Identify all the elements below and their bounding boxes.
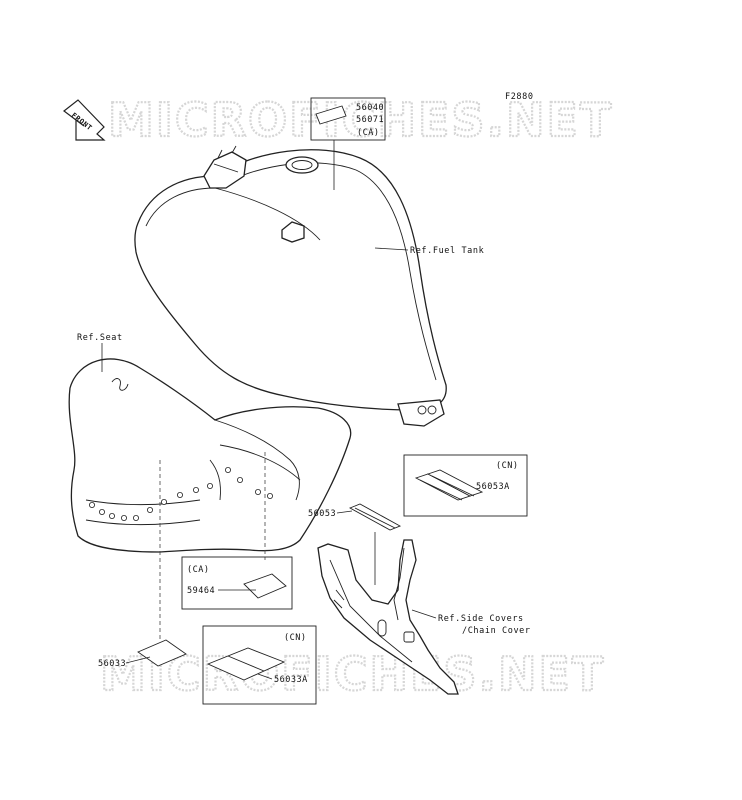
ref-side-covers: Ref.Side Covers xyxy=(438,614,524,624)
fuel-tank xyxy=(134,145,447,427)
region-tag-cn-top: (CN) xyxy=(496,461,518,471)
part-56053: 56053 xyxy=(308,509,336,519)
figure-code: F2880 xyxy=(505,92,534,102)
side-label-cn-callout: (CN) 56053A xyxy=(403,454,528,517)
part-56053A: 56053A xyxy=(476,482,510,492)
tank-label-box xyxy=(310,97,386,141)
ca-box xyxy=(181,556,293,610)
part-56071: 56071 xyxy=(356,115,384,125)
region-tag-ca-seat: (CA) xyxy=(187,565,209,575)
seat-label-ca-callout: (CA) 59464 xyxy=(181,556,293,610)
front-arrow-icon: FRONT xyxy=(63,99,106,141)
part-56033: 56033 xyxy=(98,659,126,669)
region-tag-cn-bottom: (CN) xyxy=(284,633,306,643)
cn-bottom-box xyxy=(202,625,317,705)
part-56040: 56040 xyxy=(356,103,384,113)
watermark-top: MICROFICHES.NET xyxy=(108,93,613,147)
seat xyxy=(68,358,352,553)
side-label-56053: 56053 xyxy=(308,503,402,585)
seat-label-cn-callout: (CN) 56033A xyxy=(202,625,317,705)
side-cover xyxy=(317,539,459,695)
tank-label-callout: 56040 56071 (CA) xyxy=(310,97,386,190)
ref-fuel-tank: Ref.Fuel Tank xyxy=(410,246,484,256)
cn-top-box xyxy=(403,454,528,517)
seat-label-56033: 56033 xyxy=(98,639,187,669)
part-56033A: 56033A xyxy=(274,675,308,685)
ref-seat: Ref.Seat xyxy=(77,333,123,343)
ref-chain-cover: /Chain Cover xyxy=(462,626,531,636)
part-59464: 59464 xyxy=(187,586,215,596)
region-tag-ca-tank: (CA) xyxy=(357,128,379,138)
